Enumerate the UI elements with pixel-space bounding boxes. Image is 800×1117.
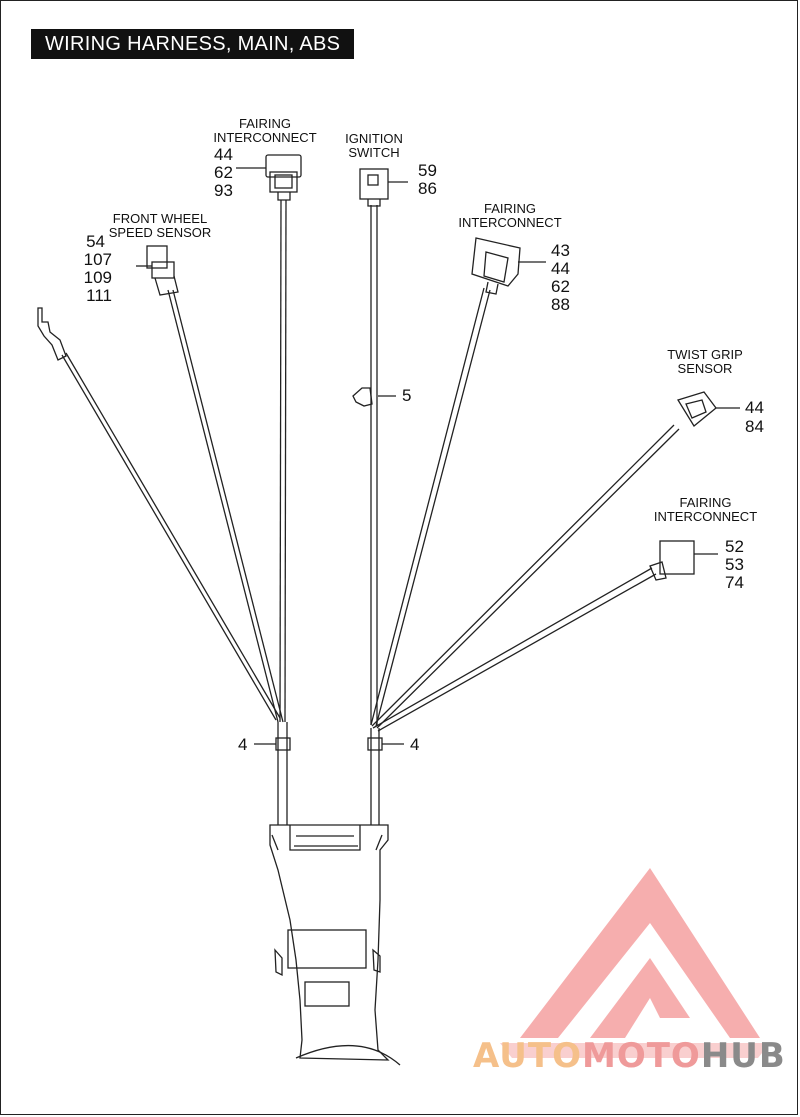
ignition-label-1: IGNITION	[345, 131, 403, 146]
fairing-top-ref-2: 62	[214, 163, 233, 182]
front-wheel-label-2: SPEED SENSOR	[108, 225, 212, 240]
strap-left-ref: 4	[238, 735, 248, 754]
fairing-lower-ref-1: 52	[725, 537, 744, 556]
ignition-ref-2: 86	[418, 179, 437, 198]
wire-fairing-top-b	[284, 199, 287, 723]
fairing-top-label-2: INTERCONNECT	[213, 130, 317, 145]
fairing-top-ref-1: 44	[214, 145, 233, 164]
watermark-part-2: MOTO	[581, 1036, 701, 1076]
front-wheel-ref-1: 54	[86, 232, 105, 251]
twist-grip-label-2: SENSOR	[677, 361, 733, 376]
fairing-top-label-1: FAIRING	[238, 116, 291, 131]
wire-fairing-right	[370, 287, 491, 727]
clip-5	[352, 387, 373, 407]
page-title: WIRING HARNESS, MAIN, ABS	[31, 29, 355, 59]
harness-body	[269, 824, 390, 1061]
twist-grip-ref-1: 44	[745, 398, 764, 417]
strap-right-ref: 4	[410, 735, 420, 754]
wire-twist-grip	[371, 424, 680, 729]
strap-right	[367, 737, 383, 751]
ignition-ref-1: 59	[418, 161, 437, 180]
watermark-text: AUTOMOTOHUB	[473, 1036, 786, 1076]
wire-antenna	[61, 354, 277, 721]
watermark-part-1: AUTO	[473, 1036, 582, 1076]
fairing-right-label-2: INTERCONNECT	[458, 215, 562, 230]
front-wheel-ref-3: 109	[83, 268, 112, 287]
fairing-lower-ref-3: 74	[725, 573, 744, 592]
fairing-right-ref-3: 62	[551, 277, 570, 296]
clip-ref: 5	[402, 386, 412, 405]
front-wheel-ref-2: 107	[83, 250, 112, 269]
trunk-right	[370, 728, 380, 825]
fairing-lower-label-1: FAIRING	[679, 495, 732, 510]
fairing-right-ref-4: 88	[551, 295, 570, 314]
fairing-right-ref-1: 43	[551, 241, 570, 260]
fairing-lower-label-2: INTERCONNECT	[653, 509, 758, 524]
wire-ignition	[370, 205, 378, 725]
wire-front-wheel-b	[172, 289, 284, 723]
wire-antenna-b	[65, 352, 281, 719]
front-wheel-ref-4: 111	[86, 286, 112, 305]
fairing-right-label-1: FAIRING	[483, 201, 536, 216]
watermark-part-3: HUB	[700, 1036, 786, 1076]
fairing-right-ref-2: 44	[551, 259, 570, 278]
twist-grip-ref-2: 84	[745, 417, 764, 436]
fairing-top-ref-3: 93	[214, 181, 233, 200]
antenna-connector	[37, 307, 67, 361]
twist-grip-label-1: TWIST GRIP	[667, 347, 743, 362]
front-wheel-label-1: FRONT WHEEL	[112, 211, 208, 226]
trunk-left	[277, 722, 288, 825]
wire-fairing-lower	[372, 567, 657, 732]
fairing-lower-ref-2: 53	[725, 555, 744, 574]
watermark-logo-icon	[500, 868, 770, 1058]
wire-fairing-top	[279, 199, 282, 723]
wire-front-wheel	[167, 289, 279, 723]
ignition-label-2: SWITCH	[348, 145, 400, 160]
